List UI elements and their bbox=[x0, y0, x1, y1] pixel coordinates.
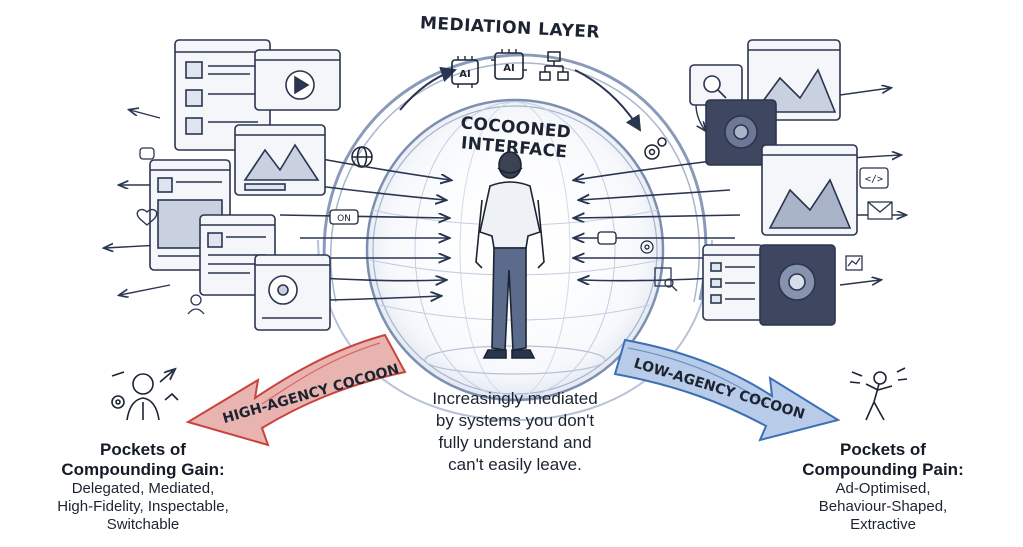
heading-line: Compounding Gain: bbox=[61, 460, 225, 479]
settings-small-icon bbox=[640, 240, 654, 254]
left-inflow-arrows bbox=[279, 154, 450, 300]
search-window bbox=[689, 64, 743, 106]
user-small-icon bbox=[187, 294, 205, 315]
link-icon bbox=[597, 231, 617, 245]
chat-icon bbox=[139, 147, 155, 160]
ai-chip-icon: AI bbox=[451, 56, 479, 88]
description-line: Delegated, Mediated, bbox=[71, 480, 215, 497]
center-caption-line: fully understand and bbox=[438, 433, 592, 452]
description-line: Behaviour-Shaped, bbox=[818, 498, 948, 515]
video-window bbox=[254, 49, 341, 111]
profile-window bbox=[174, 39, 271, 151]
description-line: Switchable bbox=[106, 516, 180, 533]
heart-icon bbox=[136, 208, 158, 226]
ai-chip-label: AI bbox=[503, 63, 514, 74]
code-icon-label: </> bbox=[865, 174, 883, 185]
search-doc-icon bbox=[654, 267, 678, 292]
description-line: High-Fidelity, Inspectable, bbox=[57, 498, 229, 515]
ai-chip-label: AI bbox=[459, 69, 470, 80]
compounding-pain-block: Pockets of Compounding Pain: Ad-Optimise… bbox=[778, 440, 988, 534]
right-window-cluster bbox=[689, 39, 858, 326]
code-icon: </> bbox=[859, 167, 889, 189]
description-line: Ad-Optimised, bbox=[835, 480, 931, 497]
spotlight-window bbox=[759, 244, 836, 326]
ai-chip-icon: AI bbox=[491, 49, 527, 80]
on-toggle-label: ON bbox=[337, 214, 351, 224]
center-caption-line: Increasingly mediated bbox=[432, 389, 598, 408]
person-figure bbox=[475, 151, 545, 359]
high-agency-arrow: HIGH-AGENCY COCOON bbox=[185, 333, 407, 447]
dark-app-window bbox=[705, 99, 777, 166]
list-window bbox=[702, 244, 764, 321]
low-agency-arrow: LOW-AGENCY COCOON bbox=[613, 338, 841, 442]
network-hierarchy-icon bbox=[539, 51, 569, 81]
on-toggle-icon: ON bbox=[329, 209, 359, 225]
gear-icon bbox=[644, 137, 667, 160]
right-inflow-arrows bbox=[575, 159, 741, 281]
left-window-cluster bbox=[149, 39, 341, 331]
mail-icon bbox=[867, 201, 893, 220]
distressed-person-icon bbox=[849, 367, 908, 421]
compounding-pain-description: Ad-Optimised, Behaviour-Shaped, Extracti… bbox=[778, 480, 988, 534]
chart-icon bbox=[845, 255, 863, 271]
description-line: Extractive bbox=[850, 516, 916, 533]
center-caption-line: by systems you don't bbox=[435, 411, 595, 430]
heading-line: Pockets of bbox=[100, 440, 186, 459]
heading-line: Compounding Pain: bbox=[802, 460, 964, 479]
image-window bbox=[234, 124, 326, 196]
compounding-gain-description: Delegated, Mediated, High-Fidelity, Insp… bbox=[38, 480, 248, 534]
dashboard-window bbox=[254, 254, 331, 331]
scene-window bbox=[761, 144, 858, 236]
heading-line: Pockets of bbox=[840, 440, 926, 459]
compounding-gain-heading: Pockets of Compounding Gain: bbox=[38, 440, 248, 480]
center-caption: Increasingly mediated by systems you don… bbox=[395, 388, 635, 476]
mediation-arrows bbox=[399, 66, 642, 132]
compounding-pain-heading: Pockets of Compounding Pain: bbox=[778, 440, 988, 480]
center-caption-line: can't easily leave. bbox=[448, 455, 582, 474]
compounding-gain-block: Pockets of Compounding Gain: Delegated, … bbox=[38, 440, 248, 534]
globe-icon bbox=[351, 146, 373, 168]
empowered-person-icon bbox=[111, 370, 179, 421]
